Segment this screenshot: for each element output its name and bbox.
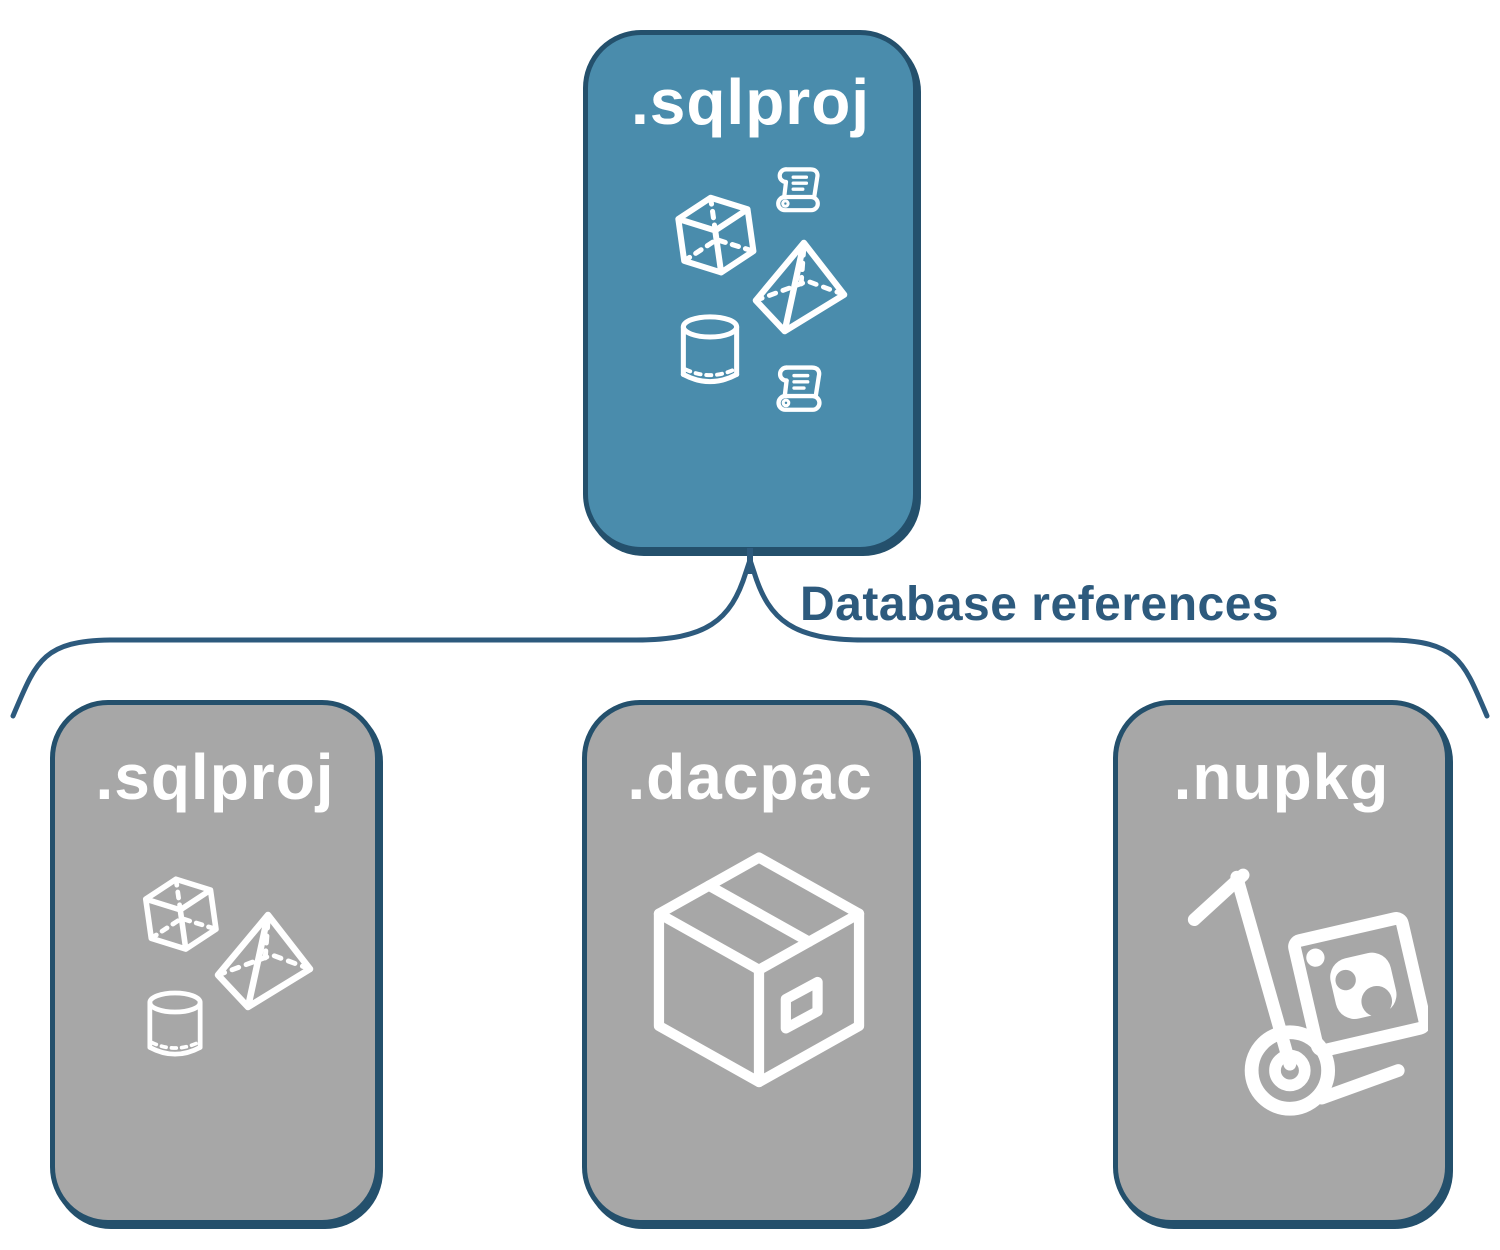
node-sqlproj-parent: .sqlproj (583, 30, 918, 552)
pyramid-icon (752, 239, 848, 335)
cylinder-icon (680, 314, 740, 385)
node-title: .dacpac (627, 741, 873, 813)
node-title: .sqlproj (630, 66, 871, 138)
scroll-icon (776, 365, 822, 412)
pyramid-icon (214, 911, 314, 1011)
cube-icon (142, 876, 219, 952)
connector-label: Database references (800, 578, 1280, 631)
nuget-handtruck-icon (1187, 868, 1428, 1116)
node-title: .sqlproj (95, 741, 335, 813)
nuget-package (1288, 912, 1428, 1057)
cylinder-icon (147, 990, 203, 1057)
node-nupkg: .nupkg (1113, 700, 1450, 1225)
cube-icon (675, 194, 757, 276)
node-title: .nupkg (1173, 741, 1390, 813)
package-box-icon (653, 852, 865, 1088)
node-dacpac: .dacpac (582, 700, 918, 1225)
node-sqlproj-child: .sqlproj (50, 700, 380, 1225)
scroll-icon (776, 167, 820, 213)
